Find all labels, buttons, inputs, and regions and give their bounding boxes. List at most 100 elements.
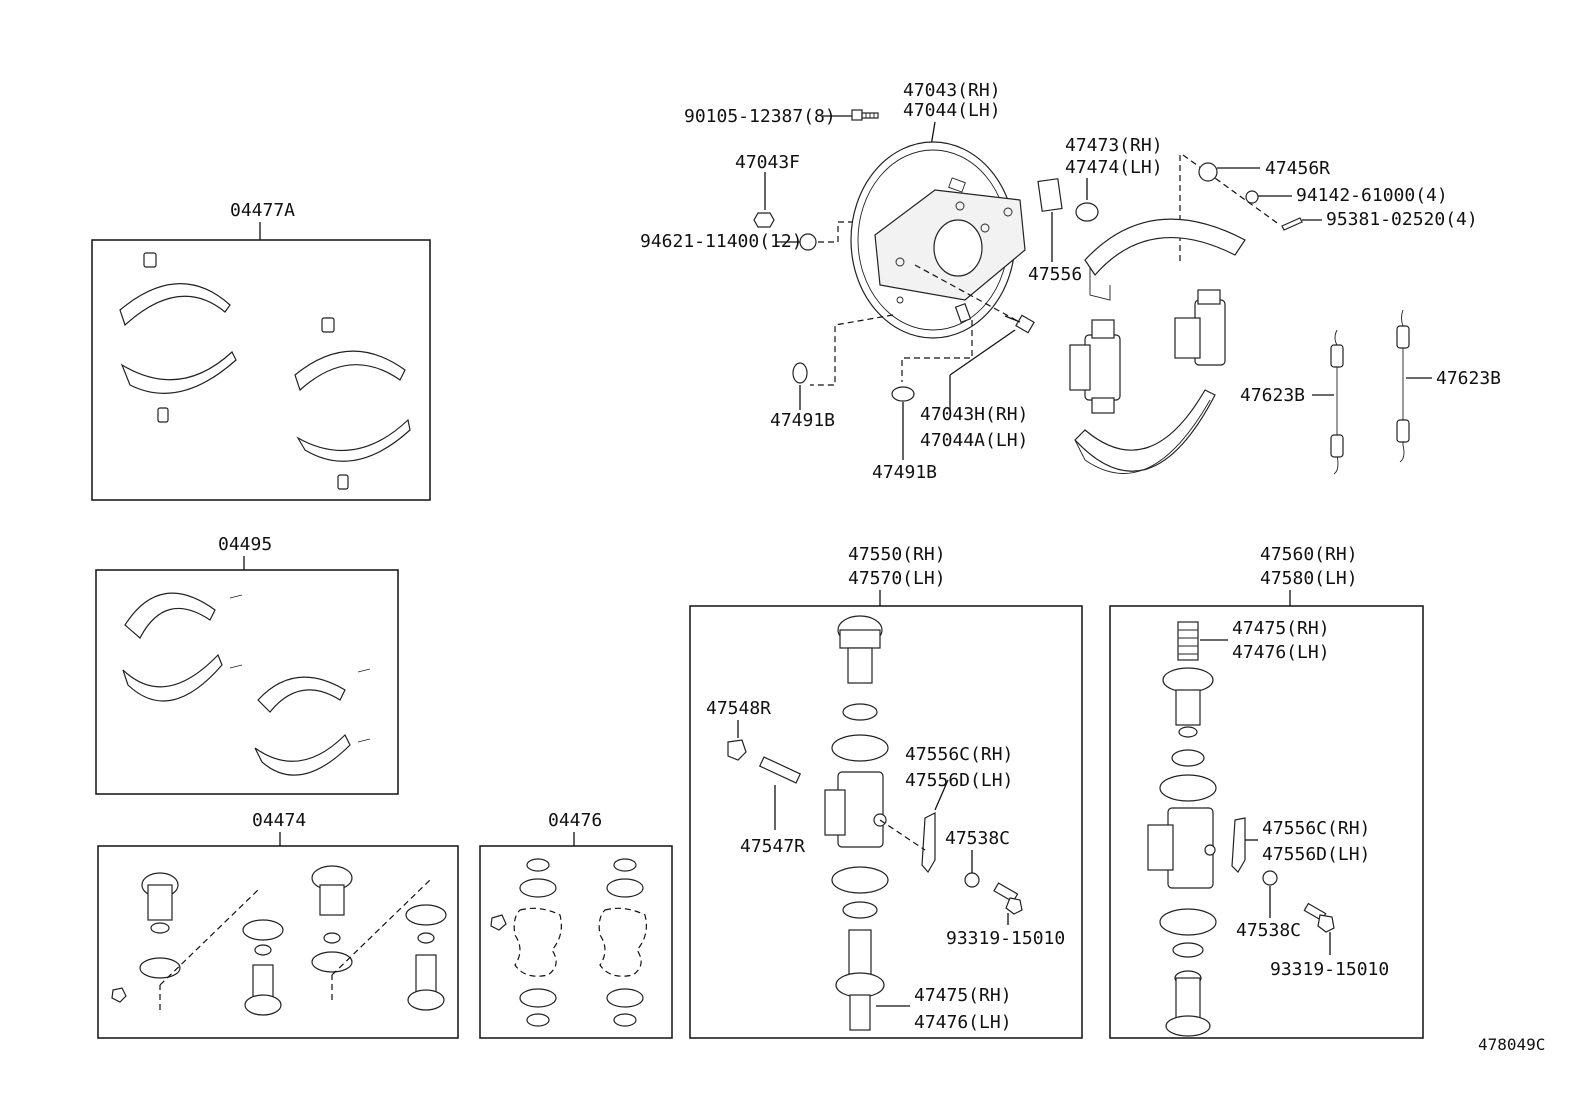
label-47473-rh[interactable]: 47473(RH) — [1065, 135, 1163, 156]
lining-1 — [119, 283, 231, 327]
shoe-kit-4 — [254, 733, 351, 776]
asm-left-title-lh[interactable]: 47570(LH) — [848, 568, 946, 589]
kit-04476: 04476 — [479, 810, 673, 1039]
label-47456r[interactable]: 47456R — [1265, 158, 1330, 179]
label-47556d-right[interactable]: 47556D(LH) — [1262, 844, 1370, 865]
label-47475-left[interactable]: 47475(RH) — [914, 985, 1012, 1006]
piston-d — [405, 904, 447, 1011]
label-47623b-a[interactable]: 47623B — [1240, 385, 1305, 406]
bleeder-04476 — [490, 914, 507, 931]
adjuster-wheel-right — [1162, 667, 1214, 738]
asm-right-title-lh[interactable]: 47580(LH) — [1260, 568, 1358, 589]
bolt-47043h — [1004, 314, 1035, 334]
lining-4 — [296, 418, 411, 462]
label-90105[interactable]: 90105-12387(8) — [684, 106, 836, 127]
label-94142[interactable]: 94142-61000(4) — [1296, 185, 1448, 206]
assembly-47550: 47550(RH) 47570(LH) 47548R 4754 — [689, 544, 1083, 1039]
shoe-kit-2 — [122, 653, 223, 702]
seal-4 — [606, 988, 644, 1008]
label-93319-right[interactable]: 93319-15010 — [1270, 959, 1389, 980]
kit-box-04474 — [97, 845, 459, 1039]
pin-95381 — [1281, 217, 1303, 231]
adjuster-c — [311, 865, 353, 973]
label-47548r[interactable]: 47548R — [706, 698, 771, 719]
boot-outline-1 — [513, 907, 562, 977]
label-93319-left[interactable]: 93319-15010 — [946, 928, 1065, 949]
label-47043f[interactable]: 47043F — [735, 152, 800, 173]
piston-top-left — [837, 615, 883, 684]
bolt-93319-left — [993, 882, 1023, 915]
rivet-2 — [157, 407, 169, 423]
cup-3 — [526, 1013, 550, 1027]
cup-top-right — [1171, 749, 1205, 767]
plug-47491b-a — [792, 362, 808, 384]
label-47476-left[interactable]: 47476(LH) — [914, 1012, 1012, 1033]
bolt-90105 — [851, 109, 879, 121]
label-47491b-a[interactable]: 47491B — [770, 410, 835, 431]
label-47623b-b[interactable]: 47623B — [1436, 368, 1501, 389]
kit-04474: 04474 — [97, 810, 459, 1039]
asm-left-title-rh[interactable]: 47550(RH) — [848, 544, 946, 565]
plug-47491b-b — [891, 386, 915, 402]
cup-2 — [613, 858, 637, 872]
shoe-kit-1 — [124, 592, 216, 639]
asm-right-title-rh[interactable]: 47560(RH) — [1260, 544, 1358, 565]
lever-47556c-left — [921, 812, 936, 874]
label-47491b-b[interactable]: 47491B — [872, 462, 937, 483]
asm-box-47550 — [689, 605, 1083, 1039]
label-47475-right[interactable]: 47475(RH) — [1232, 618, 1330, 639]
bolt-93319-right — [1303, 902, 1335, 933]
label-47476-right[interactable]: 47476(LH) — [1232, 642, 1330, 663]
kit-label-04474[interactable]: 04474 — [252, 810, 306, 831]
cup-1 — [526, 858, 550, 872]
rivet-4 — [337, 474, 349, 490]
label-47538c-right[interactable]: 47538C — [1236, 920, 1301, 941]
kit-04477a: 04477A — [91, 200, 431, 501]
rivet-1 — [143, 252, 157, 268]
piston-bottom-right — [1165, 970, 1211, 1037]
kit-label-04495[interactable]: 04495 — [218, 534, 272, 555]
kit-box-04477a — [91, 239, 431, 501]
diagram-ref-code: 478049C — [1478, 1035, 1545, 1054]
wheel-cylinder-right — [1174, 289, 1226, 366]
label-47474-lh[interactable]: 47474(LH) — [1065, 157, 1163, 178]
piston-b — [242, 919, 284, 1016]
washer-47538c-left — [964, 872, 980, 888]
lining-3 — [294, 350, 406, 392]
seal-2 — [606, 878, 644, 898]
cylinder-body-left — [824, 771, 887, 848]
seal-bottom-right — [1159, 908, 1217, 936]
kit-label-04477a[interactable]: 04477A — [230, 200, 295, 221]
rivet-3 — [321, 317, 335, 333]
cap-47548r — [727, 739, 747, 761]
cup-top-left — [842, 703, 878, 721]
label-47556d-left[interactable]: 47556D(LH) — [905, 770, 1013, 791]
nut-94142 — [1245, 190, 1259, 204]
label-47556c-left[interactable]: 47556C(RH) — [905, 744, 1013, 765]
asm-box-47560 — [1109, 605, 1424, 1039]
adjuster-47473 — [1075, 202, 1099, 222]
bleeder-47547r — [758, 756, 802, 784]
kit-box-04495 — [95, 569, 399, 795]
kit-box-04476 — [479, 845, 673, 1039]
label-47538c-left[interactable]: 47538C — [945, 828, 1010, 849]
label-47556c-right[interactable]: 47556C(RH) — [1262, 818, 1370, 839]
seal-3 — [519, 988, 557, 1008]
label-95381[interactable]: 95381-02520(4) — [1326, 209, 1478, 230]
clip-47556 — [1037, 178, 1063, 212]
kit-label-04476[interactable]: 04476 — [548, 810, 602, 831]
boot-outline-2 — [598, 907, 647, 977]
label-47044-lh[interactable]: 47044(LH) — [903, 100, 1001, 121]
label-47043h[interactable]: 47043H(RH) — [920, 404, 1028, 425]
seal-1 — [519, 878, 557, 898]
label-94621[interactable]: 94621-11400(12) — [640, 231, 803, 252]
lever-47556c-right — [1231, 817, 1246, 873]
label-47044a[interactable]: 47044A(LH) — [920, 430, 1028, 451]
label-47043-rh[interactable]: 47043(RH) — [903, 80, 1001, 101]
label-47556[interactable]: 47556 — [1028, 264, 1082, 285]
washer-94621 — [799, 233, 817, 251]
backing-plate-group: 47043(RH) 47044(LH) 90105-12387(8) 47043… — [640, 80, 1035, 483]
label-47547r[interactable]: 47547R — [740, 836, 805, 857]
kit-04495: 04495 — [95, 534, 399, 795]
